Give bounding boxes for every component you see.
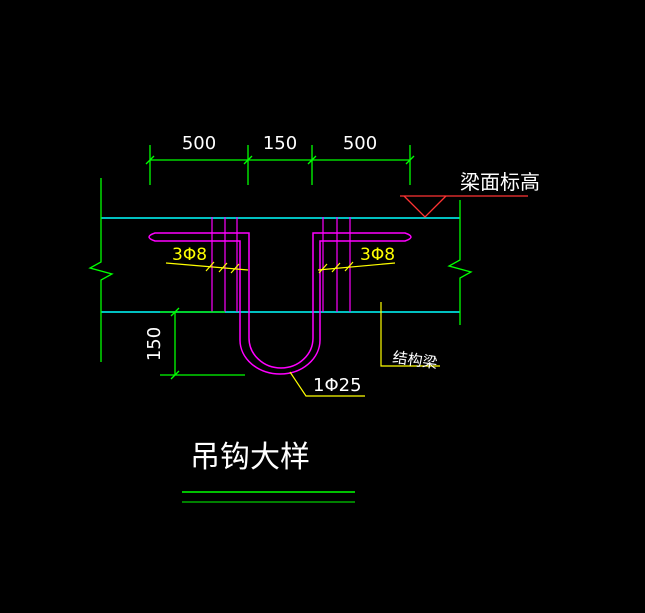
hook-bar-label: 1Φ25 [313, 375, 362, 396]
level-triangle [403, 195, 447, 218]
level-marker [400, 195, 528, 218]
leader-tick [218, 262, 228, 273]
dimension-tick [307, 155, 317, 165]
leader-tick [344, 261, 354, 272]
dimension-tick [405, 155, 415, 165]
leader-line-right [317, 262, 396, 271]
structural-beam-label: 结构梁 [391, 348, 438, 372]
structural-beam-leader [380, 302, 440, 367]
break-line-left [88, 178, 114, 362]
hook-bar-1phi25 [148, 232, 412, 375]
leader-tick [331, 262, 341, 273]
stirrups-right-label: 3Φ8 [360, 245, 395, 265]
dimension-vertical-label: 150 [144, 327, 165, 361]
dimension-tick [170, 370, 180, 380]
dimension-tick [243, 155, 253, 165]
leader-tick [205, 261, 215, 272]
title-underline [182, 491, 355, 503]
dimension-tick [170, 307, 180, 317]
hook-bar-leader [289, 371, 365, 397]
stirrups-left-label: 3Φ8 [172, 245, 207, 265]
stirrups-left [211, 217, 238, 312]
dimension-right-label: 500 [343, 133, 377, 154]
leader-tick [318, 263, 328, 274]
dimension-middle-label: 150 [263, 133, 297, 154]
top-dimension-chain [145, 145, 415, 185]
break-line-right [447, 200, 473, 325]
vertical-dimension [160, 307, 245, 380]
drawing-title: 吊钩大样 [190, 440, 310, 475]
dimension-left-label: 500 [182, 133, 216, 154]
beam-top-level-label: 梁面标高 [460, 170, 540, 194]
leader-tick [230, 263, 240, 274]
stirrup-leaders [165, 261, 396, 274]
dimension-tick [145, 155, 155, 165]
